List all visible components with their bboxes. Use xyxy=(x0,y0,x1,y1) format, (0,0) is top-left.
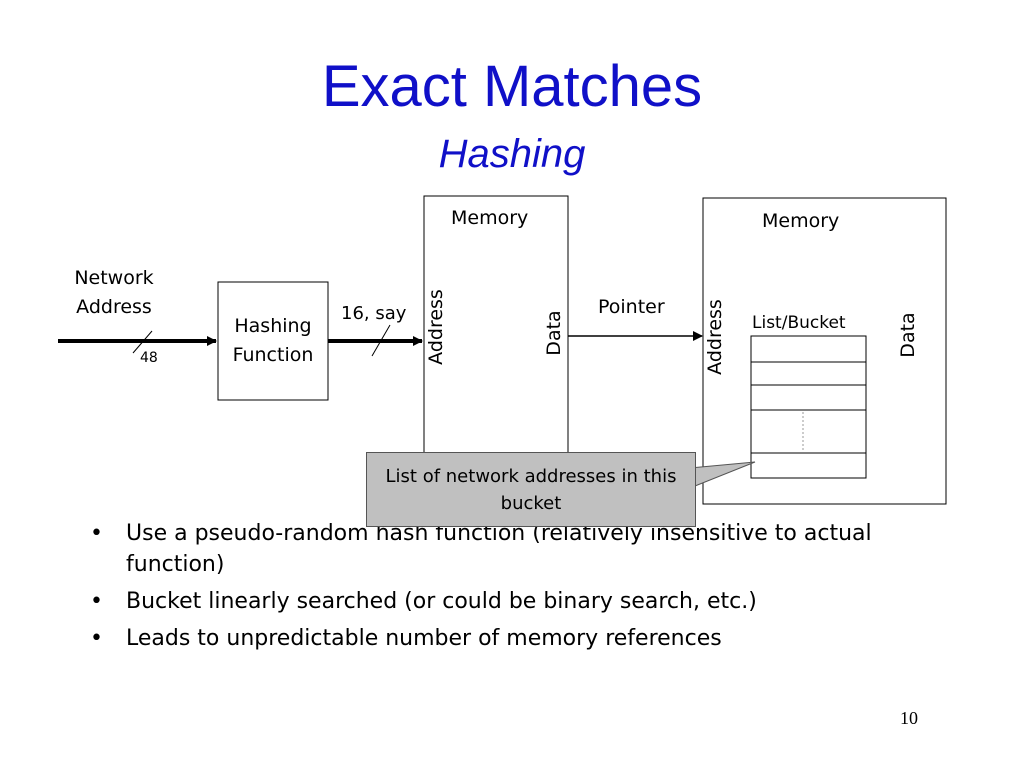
memory-box-1 xyxy=(423,195,569,477)
memory1-title: Memory xyxy=(451,207,529,229)
bucket-callout: List of network addresses in this bucket xyxy=(366,452,696,527)
bullet-item: • Bucket linearly searched (or could be b… xyxy=(90,586,970,617)
bullet-item: • Use a pseudo-random hash function (rela… xyxy=(90,518,970,580)
bullet-dot: • xyxy=(90,626,103,651)
memory2-data-label: Data xyxy=(897,312,919,358)
page-number: 10 xyxy=(900,708,918,728)
memory2-address-label: Address xyxy=(704,299,726,375)
callout-text: List of network addresses in this bucket xyxy=(385,465,677,514)
bucket-label: List/Bucket xyxy=(752,313,846,333)
hash-output-label: 16, say xyxy=(341,303,407,324)
bullet-text: Bucket linearly searched (or could be bi… xyxy=(126,589,757,614)
memory2-title: Memory xyxy=(762,210,840,232)
hash-function-label: Hashing Function xyxy=(232,315,314,366)
hash-output-slash xyxy=(371,324,391,357)
bullet-text: Use a pseudo-random hash function (relat… xyxy=(126,521,872,577)
memory1-data-label: Data xyxy=(543,310,565,356)
slide-title: Exact Matches xyxy=(321,54,703,119)
slide-subtitle: Hashing xyxy=(438,132,586,176)
bullet-dot: • xyxy=(90,589,103,614)
bullet-text: Leads to unpredictable number of memory … xyxy=(126,626,722,651)
memory1-address-label: Address xyxy=(425,289,447,365)
bullet-dot: • xyxy=(90,521,103,546)
input-bits-slash xyxy=(132,330,153,354)
input-bits-label: 48 xyxy=(140,350,158,366)
bullet-list: • Use a pseudo-random hash function (rela… xyxy=(90,518,970,660)
bullet-item: • Leads to unpredictable number of memory… xyxy=(90,623,970,654)
network-address-label: Network Address xyxy=(74,267,154,318)
hash-function-box xyxy=(217,281,329,401)
pointer-label: Pointer xyxy=(598,296,665,318)
bucket-table xyxy=(750,335,867,479)
